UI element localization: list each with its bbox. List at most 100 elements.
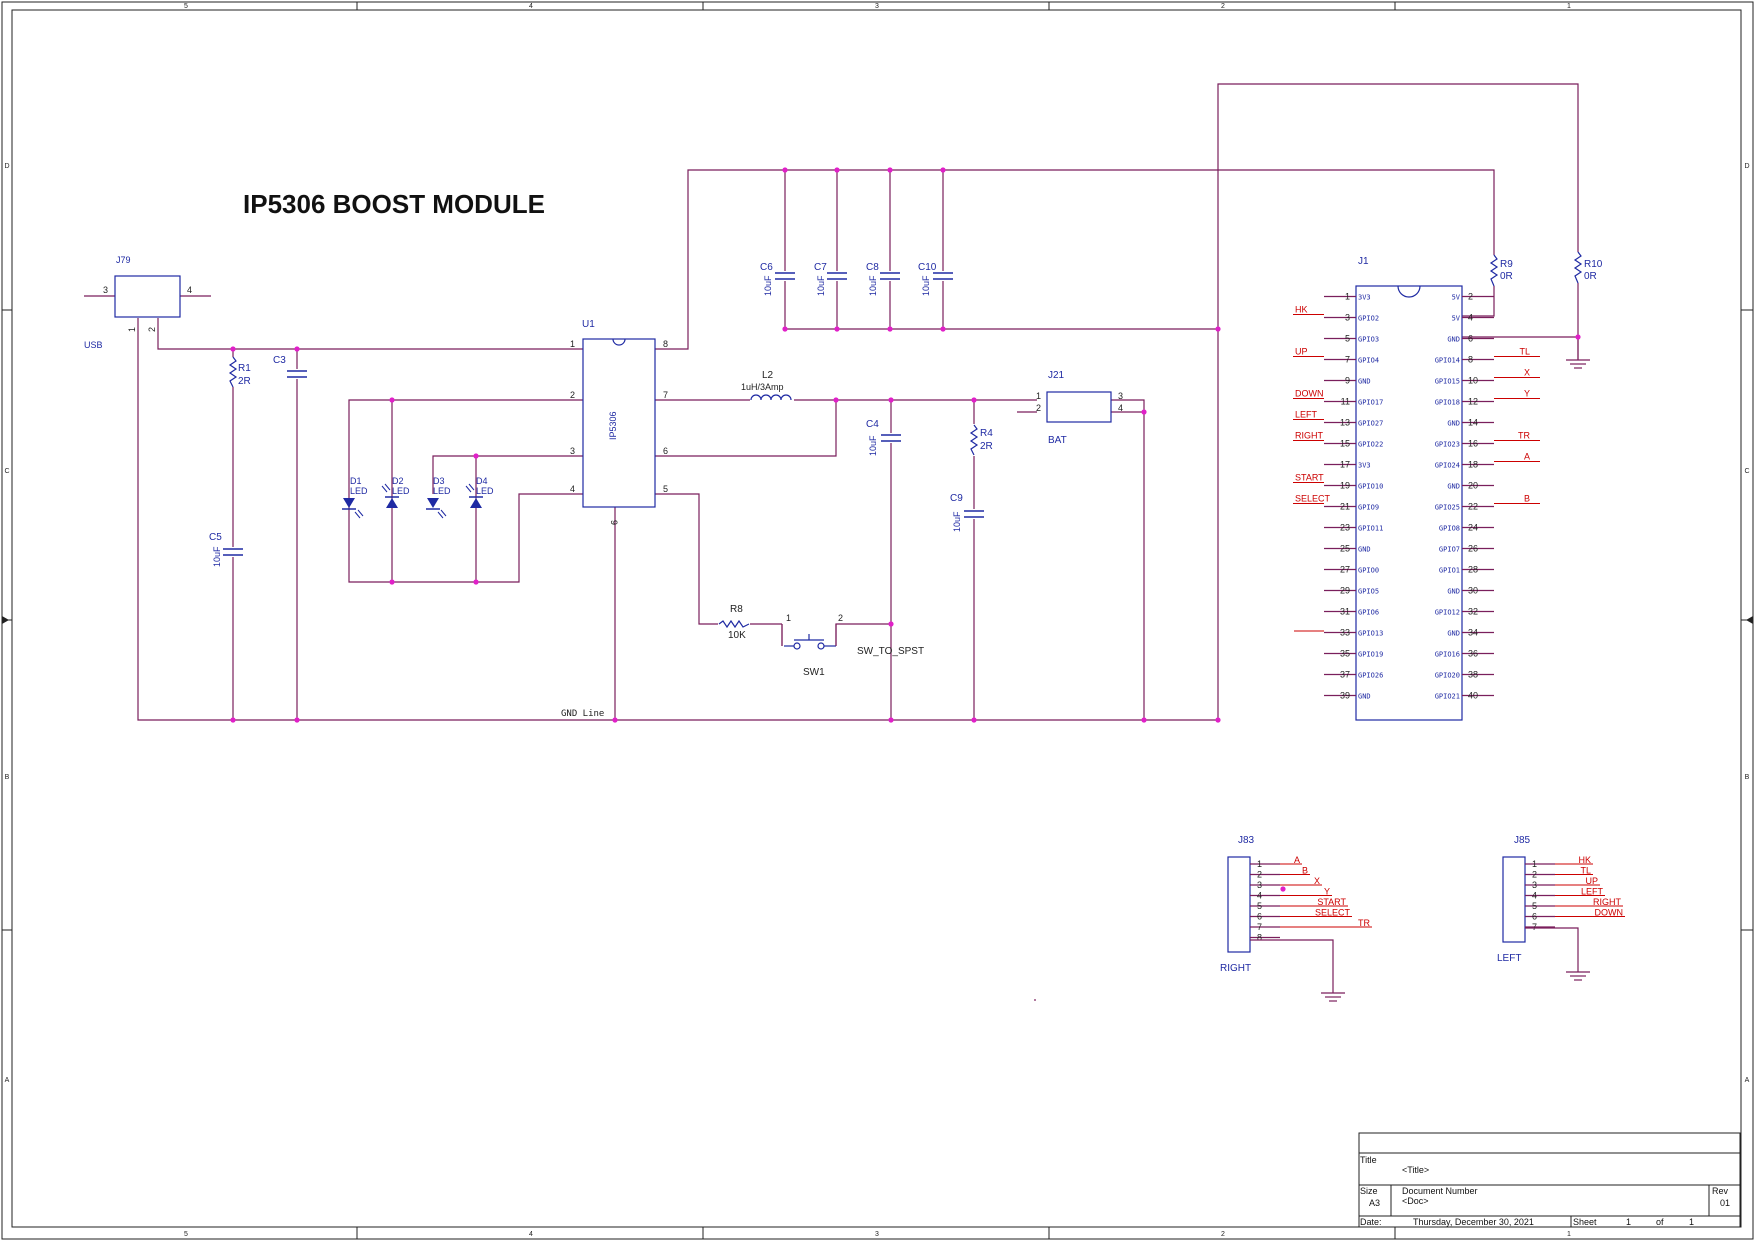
j1-pin-name: GPIO9: [1358, 504, 1379, 512]
j1-pin-number: 3: [1345, 313, 1350, 323]
j1-pin-number: 18: [1468, 460, 1478, 470]
j1-pin-name: GPIO14: [1435, 357, 1460, 365]
j1-pin-number: 5: [1345, 334, 1350, 344]
zone-col-2-top: 2: [1221, 3, 1225, 10]
r1-ref: R1: [238, 363, 251, 374]
j1-pin-number: 28: [1468, 565, 1478, 575]
j1-pin-number: 2: [1468, 292, 1473, 302]
resistor-r10: [1573, 251, 1583, 284]
j1-pin-number: 14: [1468, 418, 1478, 428]
c3-ref: C3: [273, 355, 286, 366]
zone-row-d-right: D: [1744, 163, 1749, 170]
j1-pin-name: GPIO0: [1358, 567, 1379, 575]
j1-pin-number: 23: [1340, 523, 1350, 533]
connector-pin-number: 5: [1257, 901, 1262, 911]
c10-ref: C10: [918, 262, 937, 273]
connector-pin-number: 8: [1257, 933, 1262, 943]
tb-rev-label: Rev: [1712, 1186, 1729, 1196]
j1-pin-name: GND: [1447, 588, 1460, 596]
j1-pin-number: 7: [1345, 355, 1350, 365]
header-j1: [1355, 285, 1463, 721]
j1-pin-name: GND: [1447, 630, 1460, 638]
r9-value: 0R: [1500, 271, 1513, 282]
sw1-pin1: 1: [786, 613, 791, 623]
zone-col-1-bottom: 1: [1567, 1231, 1571, 1238]
j21-pin2: 2: [1036, 403, 1041, 413]
j79-labels: J79 USB 3 4 1 2: [84, 255, 192, 350]
zone-col-5-bottom: 5: [184, 1231, 188, 1238]
j1-pin-name: 5V: [1452, 315, 1461, 323]
tb-title-label: Title: [1360, 1155, 1377, 1165]
j1-pin-number: 25: [1340, 544, 1350, 554]
junction-dot: [833, 397, 839, 403]
j1-pin-number: 30: [1468, 586, 1478, 596]
u1-pin6: 6: [663, 446, 668, 456]
r8-ref: R8: [730, 604, 743, 615]
j1-pin-number: 21: [1340, 502, 1350, 512]
u1-pin3: 3: [570, 446, 575, 456]
junction-dot: [230, 346, 236, 352]
tb-rev-value: 01: [1720, 1198, 1730, 1208]
tb-sheet-num: 1: [1626, 1217, 1631, 1227]
connector-pin-number: 4: [1532, 891, 1537, 901]
connector-pin-number: 6: [1532, 912, 1537, 922]
j1-pin-number: 32: [1468, 607, 1478, 617]
j1-pin-number: 33: [1340, 628, 1350, 638]
j79-pin3: 3: [103, 285, 108, 295]
c5-value: 10uF: [212, 546, 222, 567]
j1-pin-name: GPIO21: [1435, 693, 1460, 701]
j1-pin-name: GPIO8: [1439, 525, 1460, 533]
j1-pin-number: 8: [1468, 355, 1473, 365]
j1-pin-number: 36: [1468, 649, 1478, 659]
resistor-r4: [969, 424, 979, 456]
j1-net-label: RIGHT: [1295, 431, 1324, 441]
u1-pin9: 9: [609, 520, 619, 525]
j1-pin-name: GPIO6: [1358, 609, 1379, 617]
j1-net-label: START: [1295, 473, 1324, 483]
j1-pin-name: GND: [1358, 693, 1371, 701]
connector-net-label: X: [1314, 876, 1320, 886]
d1-value: LED: [350, 486, 368, 496]
j1-pin-number: 26: [1468, 544, 1478, 554]
d4-ref: D4: [476, 476, 488, 486]
j21-pin3: 3: [1118, 391, 1123, 401]
j1-pin-number: 22: [1468, 502, 1478, 512]
zone-row-c-left: C: [4, 468, 9, 475]
j1-pin-number: 9: [1345, 376, 1350, 386]
connector-net-label: TL: [1580, 866, 1591, 876]
r4-ref: R4: [980, 428, 993, 439]
connector-net-label: DOWN: [1595, 908, 1624, 918]
junction-dot: [888, 717, 894, 723]
output-cap-labels: C6 10uF C7 10uF C8 10uF C10 10uF: [760, 262, 937, 296]
tb-size-value: A3: [1369, 1198, 1380, 1208]
j1-pin-number: 13: [1340, 418, 1350, 428]
led-d3: [426, 498, 447, 519]
j1-pin-name: GPIO26: [1358, 672, 1383, 680]
j1-net-label: HK: [1295, 305, 1308, 315]
j1-pin-name: 3V3: [1358, 462, 1371, 470]
c4-ref: C4: [866, 419, 879, 430]
j1-pin-name: GND: [1447, 420, 1460, 428]
capacitor-c4: [881, 434, 901, 442]
zone-col-2-bottom: 2: [1221, 1231, 1225, 1238]
j85-pin-row: 6 DOWN: [1525, 908, 1625, 922]
junction-dot: [834, 326, 840, 332]
junction-dot: [612, 717, 618, 723]
j1-pin-name: 3V3: [1358, 294, 1371, 302]
r10-value: 0R: [1584, 271, 1597, 282]
tb-size-label: Size: [1360, 1186, 1378, 1196]
